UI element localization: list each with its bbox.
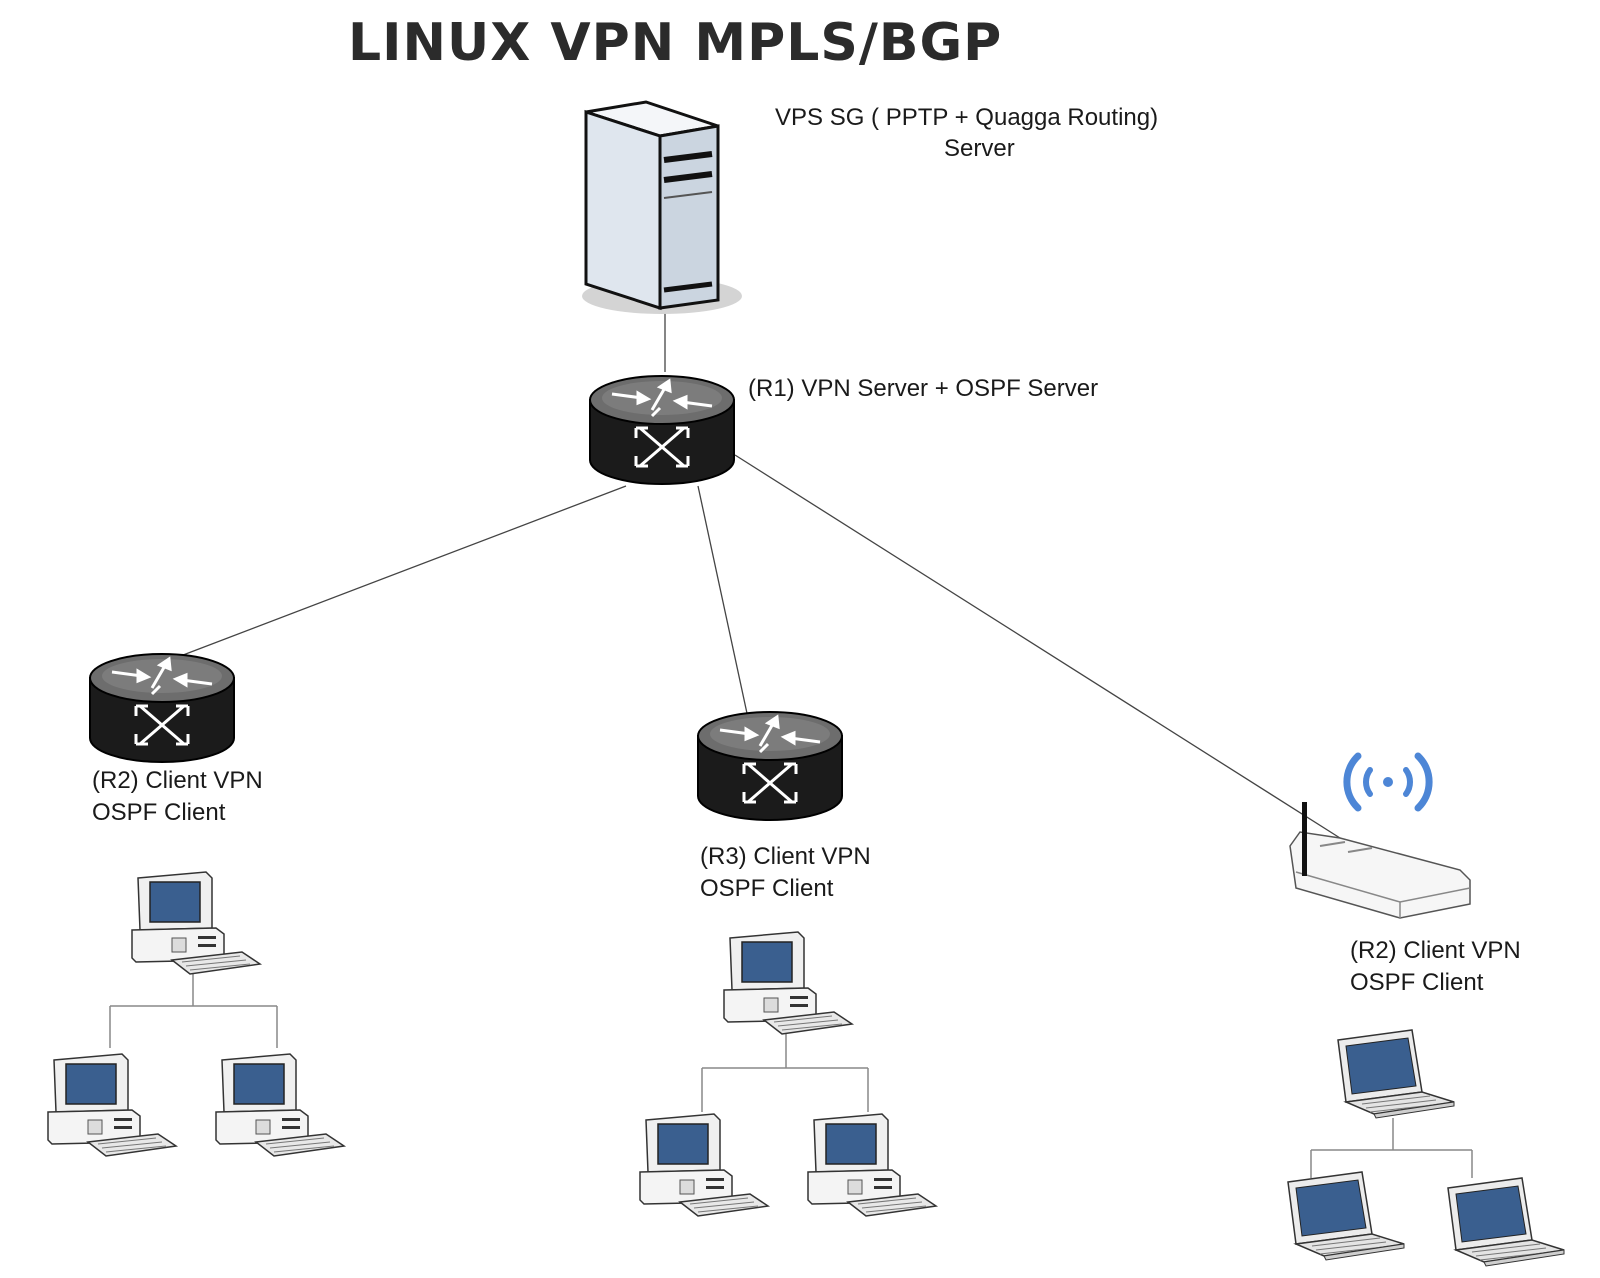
link-r1-r3	[697, 485, 749, 719]
desktop-computer-icon	[47, 1053, 177, 1157]
router-r1-icon	[588, 374, 736, 486]
r1-label: (R1) VPN Server + OSPF Server	[748, 375, 1098, 402]
link-r1-wireless	[734, 454, 1341, 839]
connection-lines	[169, 312, 1341, 839]
laptop-icon	[1337, 1029, 1455, 1119]
desktop-computer-icon	[131, 871, 261, 975]
desktop-computer-icon	[215, 1053, 345, 1157]
r2-left-label-line1: (R2) Client VPN	[92, 767, 263, 794]
server-tower-icon	[582, 100, 742, 314]
diagram-title: LINUX VPN MPLS/BGP	[348, 13, 1002, 73]
desktop-computer-icon	[639, 1113, 769, 1217]
r2-wireless-label-line1: (R2) Client VPN	[1350, 937, 1521, 964]
laptop-icon	[1447, 1177, 1565, 1267]
router-r3-icon	[696, 710, 844, 822]
server-label-line1: VPS SG ( PPTP + Quagga Routing)	[775, 104, 1158, 131]
r3-label-line2: OSPF Client	[700, 875, 834, 902]
desktop-computer-icon	[807, 1113, 937, 1217]
lan-lines	[109, 962, 1473, 1178]
desktop-computer-icon	[723, 931, 853, 1035]
r2-left-label-line2: OSPF Client	[92, 799, 226, 826]
router-r2-left-icon	[88, 652, 236, 764]
r3-label-line1: (R3) Client VPN	[700, 843, 871, 870]
wireless-router-icon	[1289, 802, 1471, 919]
r2-wireless-label-line2: OSPF Client	[1350, 969, 1484, 996]
wifi-signal-icon	[1343, 752, 1433, 812]
server-label-line2: Server	[944, 135, 1015, 162]
link-r1-r2-left	[169, 485, 627, 661]
laptop-icon	[1287, 1171, 1405, 1261]
